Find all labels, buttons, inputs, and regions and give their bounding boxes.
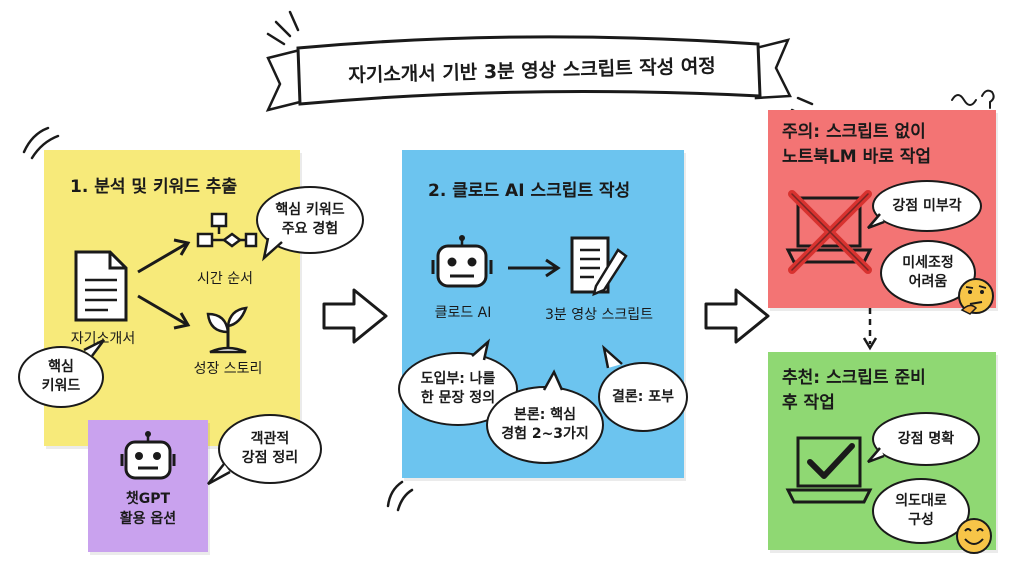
robot-icon <box>120 431 176 480</box>
check-laptop-icon <box>785 436 873 504</box>
conclusion-bubble-tail <box>602 344 623 369</box>
growth-label: 성장 스토리 <box>193 361 263 377</box>
arrow-step1-to-step2 <box>322 288 388 344</box>
step1-title: 1. 분석 및 키워드 추출 <box>70 177 238 197</box>
claude-label: 클로드 AI <box>434 305 492 321</box>
step2-title: 2. 클로드 AI 스크립트 작성 <box>428 181 631 201</box>
flowchart-icon <box>196 212 258 248</box>
intro-bubble-tail <box>471 338 491 361</box>
claude-robot-icon <box>431 235 493 288</box>
doodle-top-left <box>22 126 60 160</box>
weak-bubble-tail <box>867 213 885 230</box>
document-icon <box>74 250 128 322</box>
sprout-icon <box>206 306 248 354</box>
arrow-step2-to-right <box>704 288 770 344</box>
dashed-connector <box>862 308 878 351</box>
doodle-bottom <box>386 480 414 512</box>
step2-arrow <box>508 258 561 278</box>
thinking-face-icon <box>958 278 994 315</box>
clear-bubble-tail <box>867 447 885 464</box>
doc-label: 자기소개서 <box>70 331 136 347</box>
body-bubble-tail <box>542 369 564 391</box>
smiling-face-icon <box>956 518 992 554</box>
script-icon <box>570 236 628 297</box>
gpt-bubble-tail <box>207 463 231 486</box>
core-bubble-tail <box>83 338 105 357</box>
weak-strength-bubble: 강점 미부각 <box>872 180 982 232</box>
crossed-laptop-icon <box>785 190 873 274</box>
keywords-bubble-tail <box>262 237 283 262</box>
flow-arrows <box>137 238 191 330</box>
time-label: 시간 순서 <box>197 271 253 287</box>
script-label: 3분 영상 스크립트 <box>545 307 653 323</box>
conclusion-bubble: 결론: 포부 <box>598 362 688 432</box>
clear-strength-bubble: 강점 명확 <box>872 412 980 466</box>
